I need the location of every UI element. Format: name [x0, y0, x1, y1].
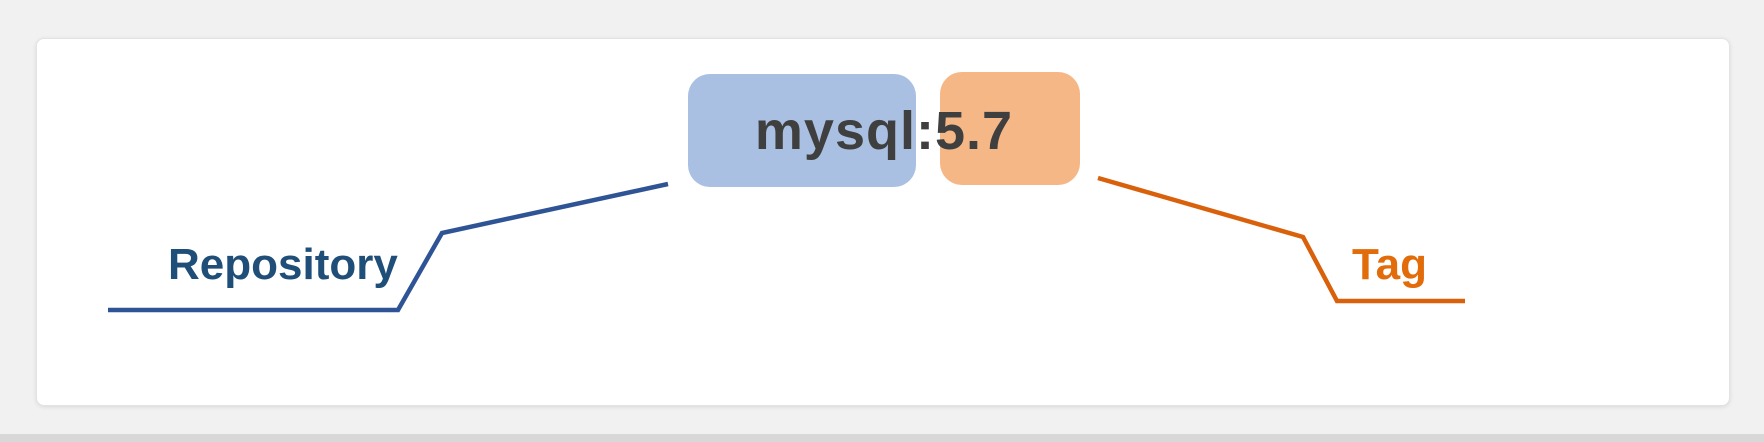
tag-highlight-box	[940, 72, 1080, 185]
repository-highlight-box	[688, 74, 916, 187]
repository-connector-line	[108, 181, 669, 313]
image-separator-text: :	[916, 100, 935, 161]
repository-label: Repository	[168, 240, 398, 289]
tag-label: Tag	[1352, 240, 1427, 289]
tag-connector-line	[1097, 175, 1465, 304]
page-bottom-edge	[0, 434, 1764, 442]
image-reference-text: mysql:5.7	[688, 74, 1080, 187]
image-tag-text: 5.7	[934, 100, 1014, 161]
image-repository-text: mysql	[754, 100, 916, 161]
